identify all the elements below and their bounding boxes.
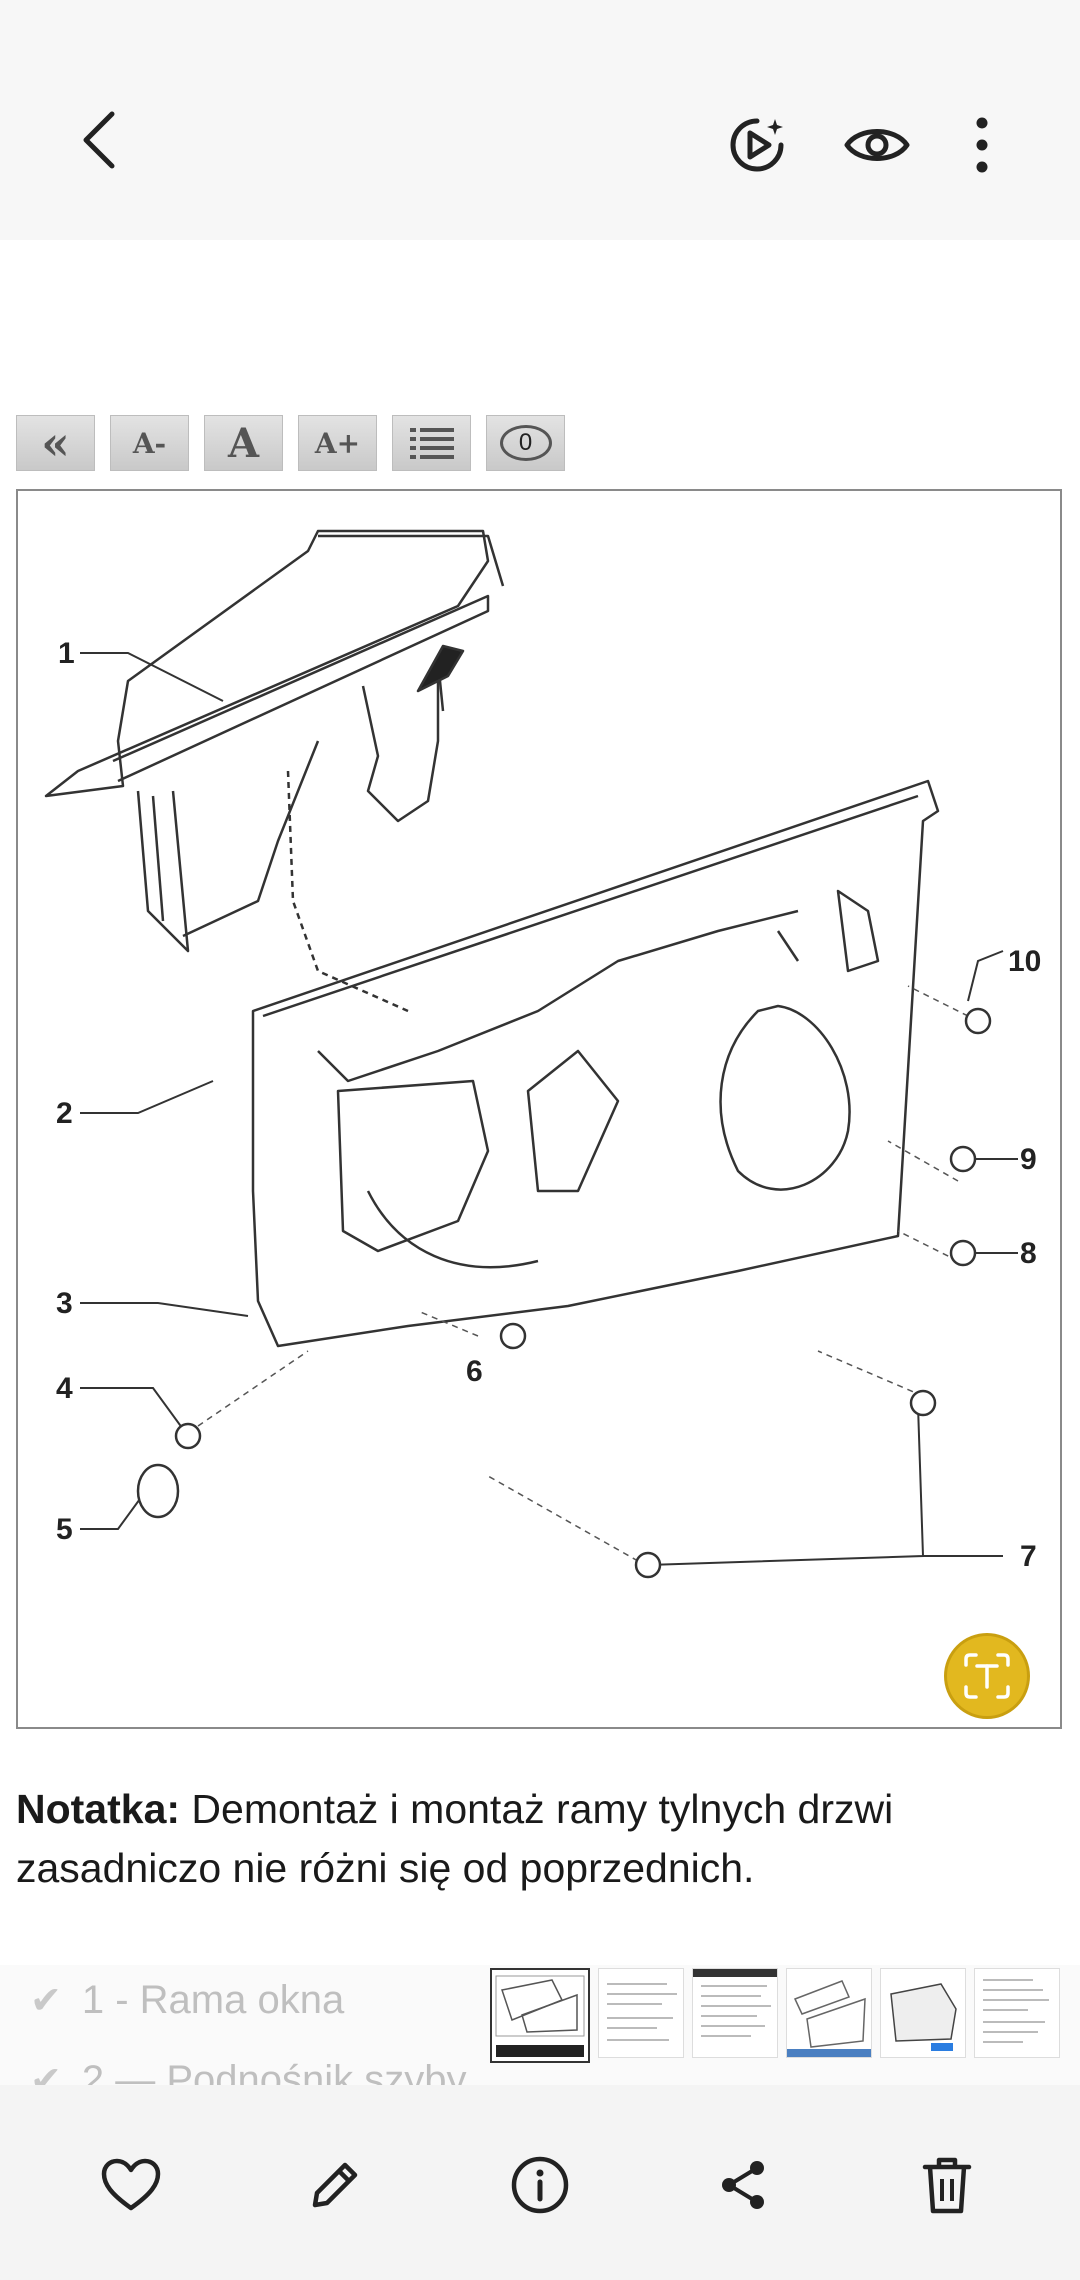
callout-5: 5 [56,1513,73,1546]
heart-icon [101,2158,161,2211]
callout-6: 6 [466,1355,483,1388]
double-chevron-left-icon: « [41,416,70,470]
thumbnail-car-door-icon [890,1983,957,2051]
article-toolbar: « A- A A+ 0 [16,415,565,471]
callout-10: 10 [1008,945,1041,978]
back-button[interactable] [60,100,140,180]
callout-7: 7 [1020,1540,1037,1573]
more-options-button[interactable] [952,100,1012,190]
image-content: « A- A A+ 0 [0,240,1080,1965]
play-sparkle-icon [730,118,784,172]
thumbnail[interactable] [692,1968,778,2058]
bottom-action-bar [0,2085,1080,2280]
callout-8: 8 [1020,1237,1037,1270]
edit-button[interactable] [290,2140,380,2230]
font-reset-button[interactable]: A [204,415,283,471]
list-view-button[interactable] [392,415,471,471]
thumbnail-diagram-icon [787,1980,871,2057]
thumbnail[interactable] [974,1968,1060,2058]
info-icon [511,2156,569,2214]
font-increase-button[interactable]: A+ [298,415,377,471]
share-button[interactable] [698,2140,788,2230]
callout-3: 3 [56,1287,73,1320]
note-text: Demontaż i montaż ramy tylnych drzwi zas… [16,1786,894,1891]
thumbnail[interactable] [880,1968,966,2058]
thumbnail[interactable] [786,1968,872,2058]
speech-bubble-icon: 0 [499,425,552,461]
trash-icon [922,2157,972,2214]
view-button[interactable] [832,100,922,190]
callout-1: 1 [58,637,75,670]
note-paragraph: Notatka: Demontaż i montaż ramy tylnych … [16,1780,1016,1898]
more-vertical-icon [976,117,988,173]
thumbnail-diagram-icon [495,1975,585,2057]
callout-4: 4 [56,1372,73,1405]
collapse-button[interactable]: « [16,415,95,471]
check-icon: ✔ [30,1979,62,2022]
thumbnail[interactable] [598,1968,684,2058]
pencil-icon [312,2162,358,2208]
faded-checklist: ✔ 1 - Rama okna ✔ 2 — Podnośnik szyby [30,1960,466,2120]
callout-2: 2 [56,1097,73,1130]
chevron-left-icon [83,111,115,169]
exploded-view-drawing: 1 2 3 4 5 6 7 8 9 10 [44,529,1041,1579]
eye-icon [844,129,910,161]
delete-button[interactable] [902,2140,992,2230]
window-frame-shape [44,529,490,798]
share-icon [722,2161,764,2209]
door-panel-shape [251,779,940,1348]
font-decrease-button[interactable]: A- [110,415,189,471]
text-extract-button[interactable] [944,1633,1030,1719]
favorite-button[interactable] [86,2140,176,2230]
comments-button[interactable]: 0 [486,415,565,471]
text-scan-icon [964,1653,1010,1699]
thumbnail-current[interactable] [490,1968,590,2063]
remaster-button[interactable] [712,100,802,190]
list-item-text: 1 - Rama okna [81,1977,345,2022]
details-button[interactable] [495,2140,585,2230]
note-label: Notatka: [16,1786,181,1832]
callout-9: 9 [1020,1143,1037,1176]
list-item: ✔ 1 - Rama okna [30,1960,466,2040]
comments-count: 0 [518,429,533,456]
top-app-bar [0,0,1080,240]
thumbnail-filmstrip[interactable] [490,1968,1060,2063]
door-frame-diagram: 1 2 3 4 5 6 7 8 9 10 [16,489,1062,1729]
list-icon [409,428,454,459]
